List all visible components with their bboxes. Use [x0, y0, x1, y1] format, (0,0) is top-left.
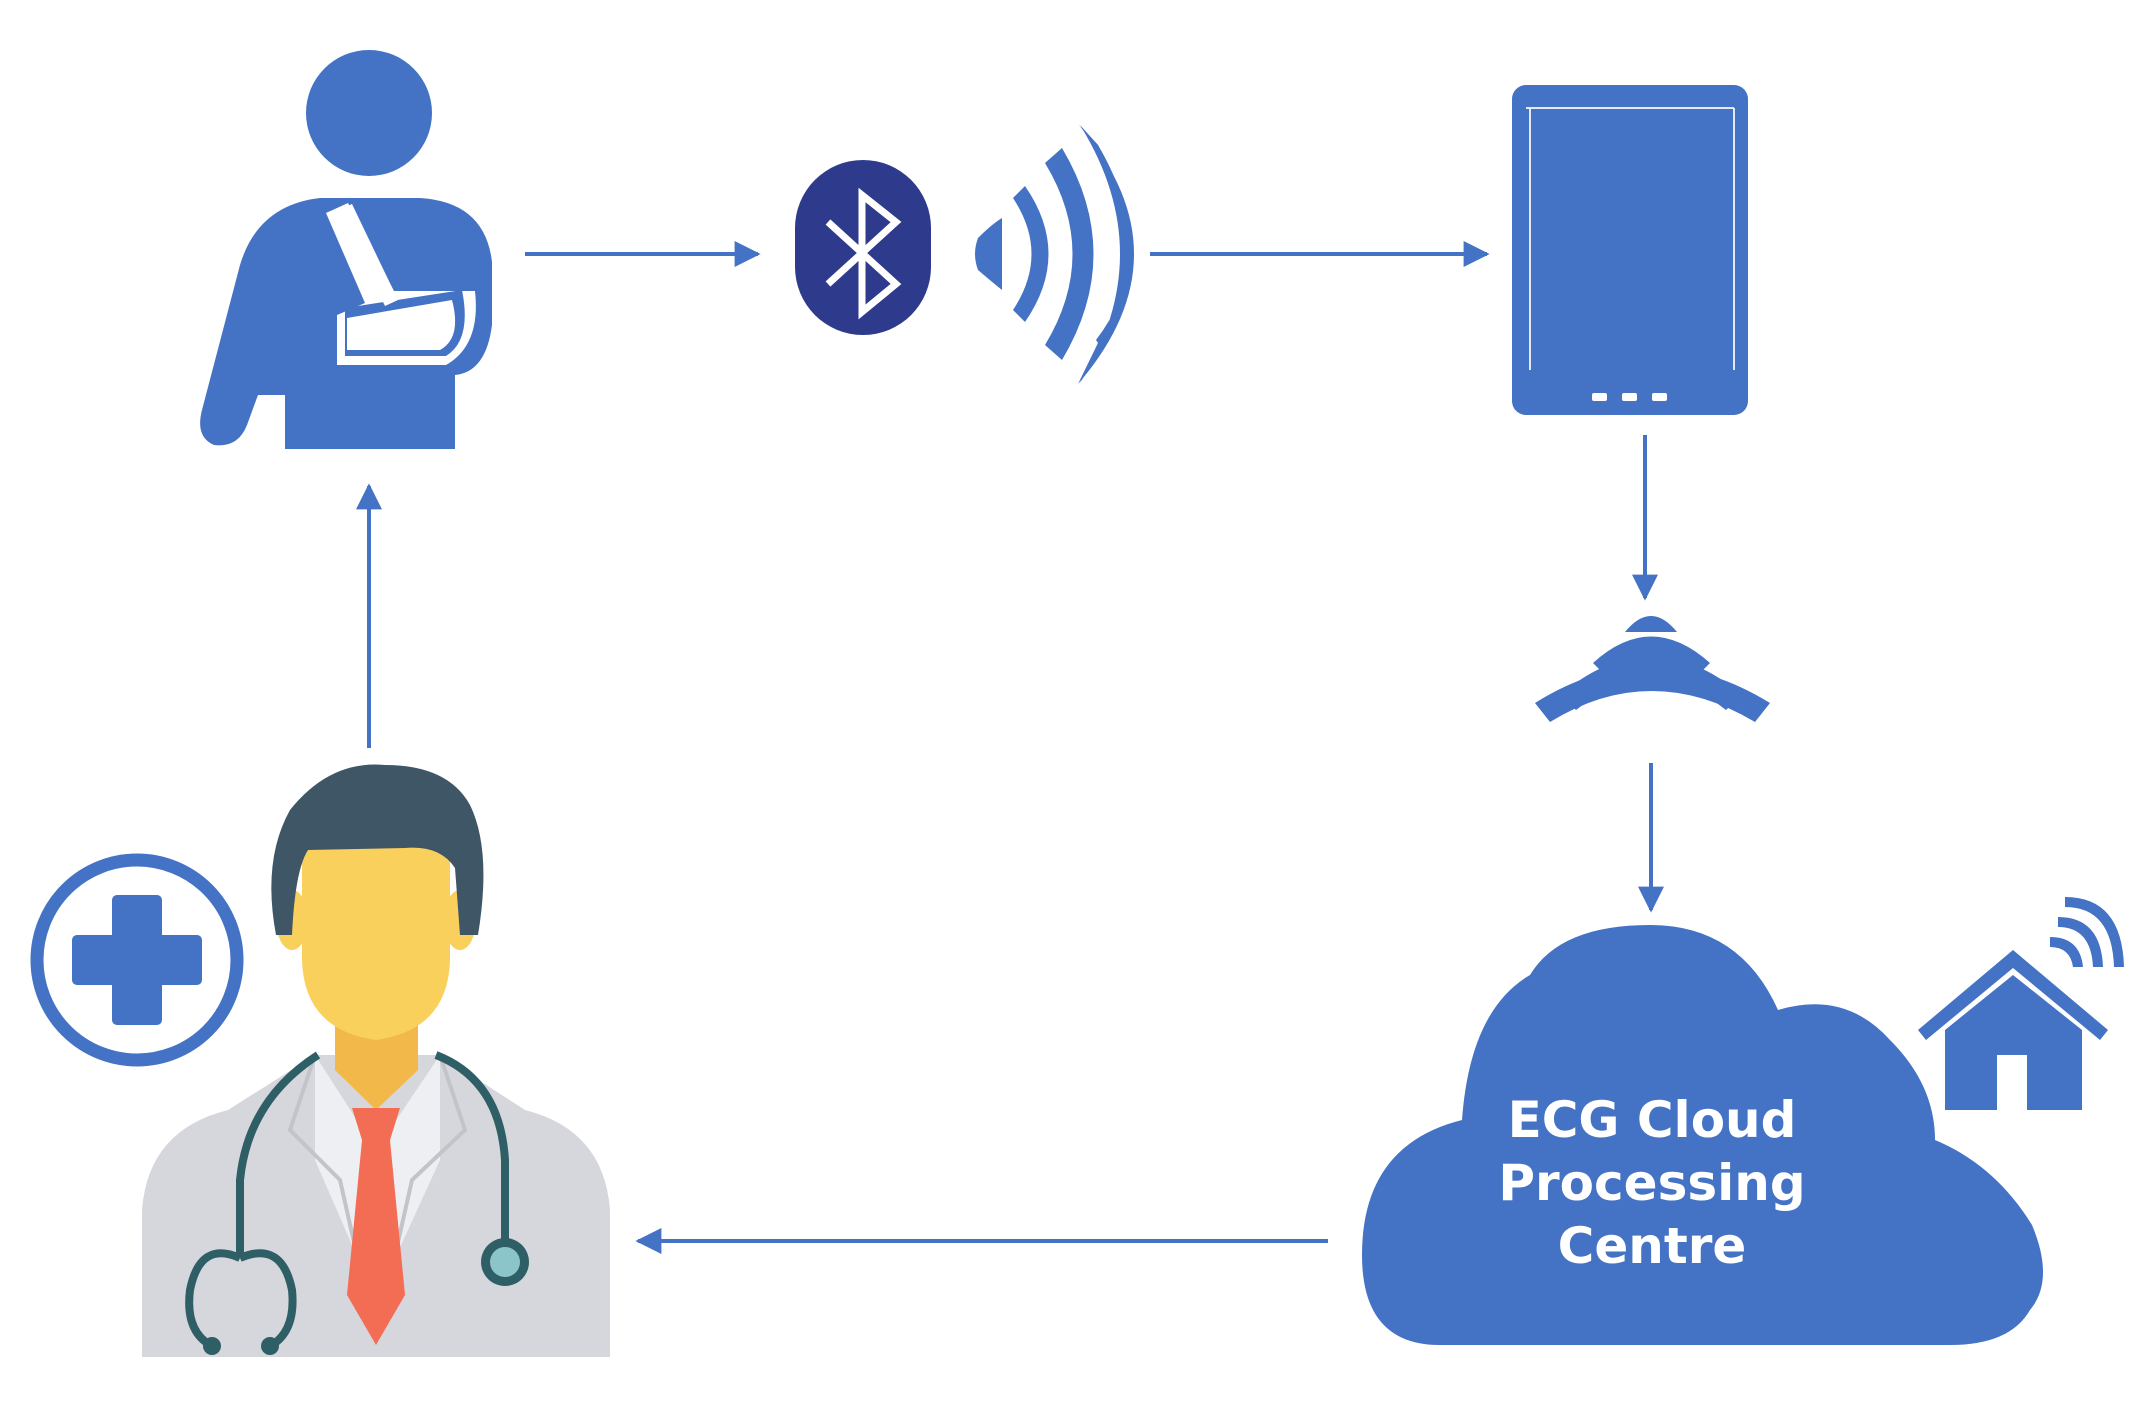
- cloud-label-line-2: Processing: [1498, 1154, 1805, 1212]
- cloud-label-line-3: Centre: [1558, 1217, 1747, 1275]
- tablet-device-icon: [1512, 85, 1748, 415]
- bluetooth-icon: [795, 160, 931, 335]
- wireless-signal-icon: [975, 124, 1134, 384]
- doctor-icon: [142, 764, 610, 1357]
- patient-with-arm-sling-icon: [200, 50, 492, 449]
- cloud-icon: ECG Cloud Processing Centre: [1362, 925, 2044, 1345]
- cloud-label-line-1: ECG Cloud: [1508, 1091, 1797, 1149]
- wifi-signal-icon: [1535, 616, 1770, 722]
- medical-cross-icon: [30, 853, 244, 1067]
- smart-home-icon: [1918, 897, 2124, 1110]
